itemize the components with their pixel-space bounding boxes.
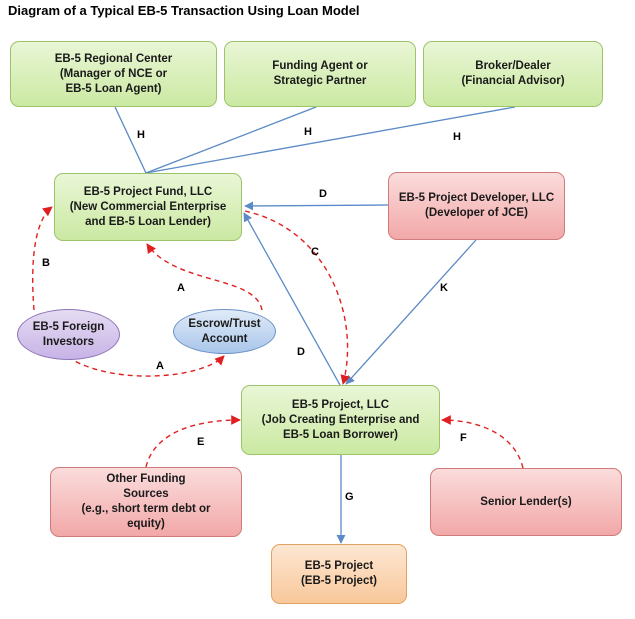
edge-d-project-to-fund bbox=[243, 212, 341, 386]
node-eb5-project-label: EB-5 Project (EB-5 Project) bbox=[300, 560, 378, 587]
node-funding-agent-label: Funding Agent or Strategic Partner bbox=[272, 60, 368, 87]
node-senior-lender: Senior Lender(s) bbox=[430, 468, 622, 536]
node-project-fund: EB-5 Project Fund, LLC (New Commercial E… bbox=[54, 173, 242, 241]
node-broker-dealer: Broker/Dealer (Financial Advisor) bbox=[423, 41, 603, 107]
diagram-title: Diagram of a Typical EB-5 Transaction Us… bbox=[8, 3, 360, 18]
node-project-llc-label: EB-5 Project, LLC (Job Creating Enterpri… bbox=[261, 398, 420, 441]
node-other-funding-label: Other Funding Sources (e.g., short term … bbox=[81, 473, 211, 530]
edge-e-other-funding-to-project bbox=[145, 415, 241, 468]
node-project-developer-label: EB-5 Project Developer, LLC (Developer o… bbox=[398, 192, 555, 219]
edge-c-fund-to-project bbox=[244, 210, 350, 385]
node-broker-dealer-label: Broker/Dealer (Financial Advisor) bbox=[461, 60, 565, 87]
node-eb5-project: EB-5 Project (EB-5 Project) bbox=[271, 544, 407, 604]
node-foreign-investors-label: EB-5 Foreign Investors bbox=[32, 320, 105, 348]
edge-label-d1: D bbox=[319, 188, 327, 200]
edge-f-senior-lender-to-project bbox=[441, 415, 524, 469]
node-project-fund-label: EB-5 Project Fund, LLC (New Commercial E… bbox=[69, 185, 227, 228]
edge-label-a1: A bbox=[177, 282, 185, 294]
edge-label-e: E bbox=[197, 436, 205, 448]
edge-label-h3: H bbox=[453, 131, 461, 143]
edge-a-escrow-to-fund bbox=[146, 243, 263, 311]
node-senior-lender-label: Senior Lender(s) bbox=[480, 495, 572, 508]
edge-label-g: G bbox=[345, 491, 354, 503]
edge-b-investors-to-fund bbox=[32, 206, 53, 311]
node-escrow-account: Escrow/Trust Account bbox=[173, 309, 276, 354]
node-foreign-investors: EB-5 Foreign Investors bbox=[17, 309, 120, 360]
node-project-llc: EB-5 Project, LLC (Job Creating Enterpri… bbox=[241, 385, 440, 455]
edge-a-investors-to-escrow bbox=[67, 355, 225, 377]
edge-k-developer-to-project bbox=[345, 239, 477, 385]
node-escrow-account-label: Escrow/Trust Account bbox=[188, 317, 261, 345]
edge-h-broker-dealer bbox=[145, 106, 516, 174]
edge-label-a2: A bbox=[156, 360, 164, 372]
edge-label-c: C bbox=[311, 246, 319, 258]
edge-h-regional-center bbox=[114, 106, 147, 174]
node-funding-agent: Funding Agent or Strategic Partner bbox=[224, 41, 416, 107]
edge-d-developer-to-fund bbox=[244, 201, 389, 211]
node-other-funding: Other Funding Sources (e.g., short term … bbox=[50, 467, 242, 537]
node-project-developer: EB-5 Project Developer, LLC (Developer o… bbox=[388, 172, 565, 240]
node-regional-center: EB-5 Regional Center (Manager of NCE or … bbox=[10, 41, 217, 107]
edge-label-b: B bbox=[42, 257, 50, 269]
edge-label-f: F bbox=[460, 432, 467, 444]
edge-label-h2: H bbox=[304, 126, 312, 138]
edge-label-h1: H bbox=[137, 129, 145, 141]
edge-h-funding-agent bbox=[145, 106, 317, 174]
edge-label-d2: D bbox=[297, 346, 305, 358]
node-regional-center-label: EB-5 Regional Center (Manager of NCE or … bbox=[54, 52, 173, 95]
edge-label-k: K bbox=[440, 282, 448, 294]
